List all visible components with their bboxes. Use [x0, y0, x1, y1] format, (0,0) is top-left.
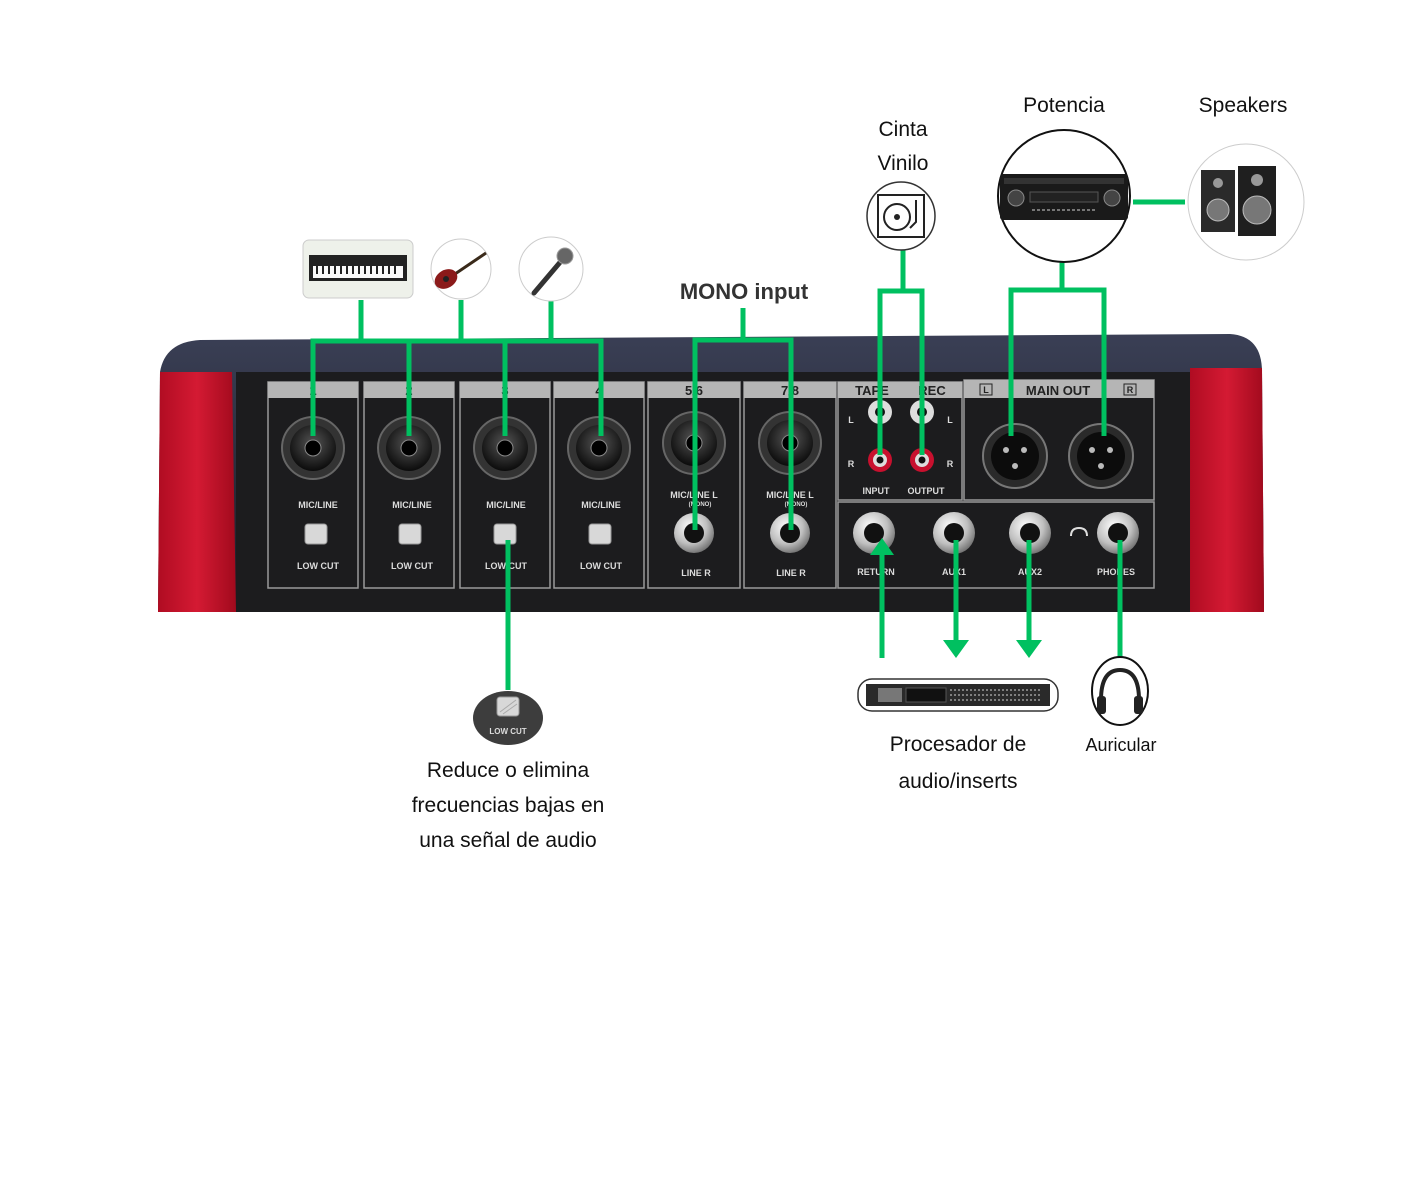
main-out-l-tag: L: [983, 385, 989, 395]
low-cut-button-ch1[interactable]: [304, 523, 328, 545]
procesador-label-line1: Procesador de: [889, 733, 1027, 756]
ch56-mono-tag: (MONO): [689, 502, 712, 508]
amplifier-icon: [997, 129, 1131, 263]
line-r-jacks: [674, 513, 810, 553]
low-cut-callout-label: LOW CUT: [489, 727, 526, 736]
low-cut-button-ch4[interactable]: [588, 523, 612, 545]
line-r-jack-ch56[interactable]: [674, 513, 714, 553]
xlr-main-outs: [982, 423, 1134, 489]
low-cut-button-ch2[interactable]: [398, 523, 422, 545]
speakers-icon: [1187, 143, 1305, 261]
lowcut-desc-line1: Reduce o elimina: [426, 759, 590, 782]
low-cut-button-ch3[interactable]: [493, 523, 517, 545]
ch4-low-cut-label: LOW CUT: [580, 561, 622, 571]
rca-right-l-tag: L: [947, 415, 953, 425]
ch78-mono-tag: (MONO): [785, 502, 808, 508]
aux1-jack[interactable]: [933, 512, 975, 554]
cinta-label: Cinta: [878, 118, 928, 141]
ch1-low-cut-label: LOW CUT: [297, 561, 339, 571]
guitar-icon: [430, 238, 492, 300]
return-label: RETURN: [857, 567, 895, 577]
ch78-line-r-label: LINE R: [776, 568, 806, 578]
ch3-mic-line-label: MIC/LINE: [486, 500, 526, 510]
phones-label: PHONES: [1097, 567, 1135, 577]
rca-output-label: OUTPUT: [908, 486, 946, 496]
combo-jack-ch4[interactable]: [567, 416, 631, 480]
tape-header: TAPE: [855, 383, 889, 398]
rca-left-l-tag: L: [848, 415, 854, 425]
rack-processor-icon: [857, 678, 1059, 712]
lowcut-desc-line2: frecuencias bajas en: [411, 794, 605, 817]
main-out-r-box: [1123, 383, 1137, 396]
header-strips: [268, 380, 1154, 398]
ch2-low-cut-label: LOW CUT: [391, 561, 433, 571]
ch1-mic-line-label: MIC/LINE: [298, 500, 338, 510]
phones-panel-icon: [1070, 526, 1088, 537]
turntable-icon: [866, 181, 936, 251]
connection-lines: [310, 199, 1185, 690]
ch2-mic-line-label: MIC/LINE: [392, 500, 432, 510]
auricular-label: Auricular: [1085, 735, 1157, 755]
potencia-label: Potencia: [1023, 94, 1105, 117]
mono-input-label: MONO input: [679, 279, 809, 304]
rca-rec-out-r[interactable]: [910, 448, 934, 472]
main-out-r-tag: R: [1127, 385, 1134, 395]
vinilo-label: Vinilo: [877, 152, 929, 175]
lowcut-desc-line3: una señal de audio: [419, 829, 597, 852]
rca-tape-in-r[interactable]: [868, 448, 892, 472]
line-r-jack-ch78[interactable]: [770, 513, 810, 553]
lowcut-buttons: [304, 523, 612, 545]
ch4-mic-line-label: MIC/LINE: [581, 500, 621, 510]
right-red-side: [1190, 368, 1264, 612]
rec-header: REC: [918, 383, 946, 398]
keyboard-icon: [302, 239, 414, 299]
main-out-l-box: [979, 383, 993, 396]
aux-jacks: [853, 512, 1139, 554]
xlr-main-out-l[interactable]: [982, 423, 1048, 489]
low-cut-callout: LOW CUT: [473, 691, 543, 745]
speakers-label: Speakers: [1198, 94, 1288, 117]
rca-left-r-tag: R: [848, 459, 855, 469]
ch56-line-r-label: LINE R: [681, 568, 711, 578]
microphone-icon: [518, 236, 584, 302]
rca-right-r-tag: R: [947, 459, 954, 469]
mixer-body: [158, 334, 1264, 612]
procesador-label-line2: audio/inserts: [898, 770, 1018, 793]
main-out-header: MAIN OUT: [1026, 383, 1090, 398]
rca-input-label: INPUT: [863, 486, 891, 496]
aux2-jack[interactable]: [1009, 512, 1051, 554]
left-red-side: [158, 372, 236, 612]
phones-jack[interactable]: [1097, 512, 1139, 554]
xlr-main-out-r[interactable]: [1068, 423, 1134, 489]
headphones-icon: [1091, 656, 1149, 726]
combo-jack-ch2[interactable]: [377, 416, 441, 480]
